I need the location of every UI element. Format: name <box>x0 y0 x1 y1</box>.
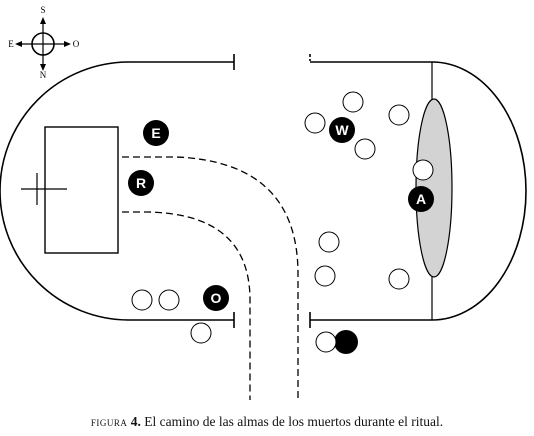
compass-label-bottom: N <box>40 70 47 80</box>
caption-label: figura <box>90 414 128 429</box>
arrow-left-icon <box>15 41 22 47</box>
caption-text: El camino de las almas de los muertos du… <box>144 414 444 429</box>
marker-r <box>128 170 154 196</box>
arrow-right-icon <box>64 41 71 47</box>
figure-caption: figura 4. El camino de las almas de los … <box>0 414 534 430</box>
marker-w <box>329 117 355 143</box>
participants <box>131 91 434 344</box>
marker-e <box>143 120 169 146</box>
participant-circle <box>314 265 336 287</box>
marker-e-label: E <box>151 125 160 141</box>
souls-path <box>122 156 299 400</box>
marker-o-label: O <box>211 290 222 306</box>
participant-circle <box>354 138 376 160</box>
participant-circle <box>131 289 153 311</box>
participant-circle <box>318 231 340 253</box>
compass-rose: S E O N <box>8 5 80 80</box>
marker-w-label: W <box>335 122 349 138</box>
marker-a-label: A <box>416 191 426 207</box>
marker-o <box>203 285 229 311</box>
arrow-down-icon <box>40 64 46 71</box>
participant-circle <box>158 289 180 311</box>
souls-path-outer <box>122 156 299 400</box>
altar <box>21 126 119 254</box>
marker-r-label: R <box>136 175 146 191</box>
enclosure-left-wall <box>0 61 234 321</box>
caption-number: 4. <box>130 414 141 429</box>
compass-label-left: E <box>8 39 14 49</box>
letter-markers: E R W A O <box>128 117 434 311</box>
participant-circle <box>388 104 410 126</box>
souls-path-inner <box>122 211 251 400</box>
compass-label-right: O <box>73 39 80 49</box>
arrow-up-icon <box>40 17 46 24</box>
enclosure-right-wall <box>310 61 527 321</box>
participant-circle <box>342 91 364 113</box>
marker-a <box>408 186 434 212</box>
gate-pair <box>315 330 358 354</box>
compass-label-top: S <box>40 5 45 15</box>
participant-circle <box>304 112 326 134</box>
participant-circle <box>388 268 410 290</box>
participant-circle <box>190 322 212 344</box>
participant-circle <box>412 159 434 181</box>
